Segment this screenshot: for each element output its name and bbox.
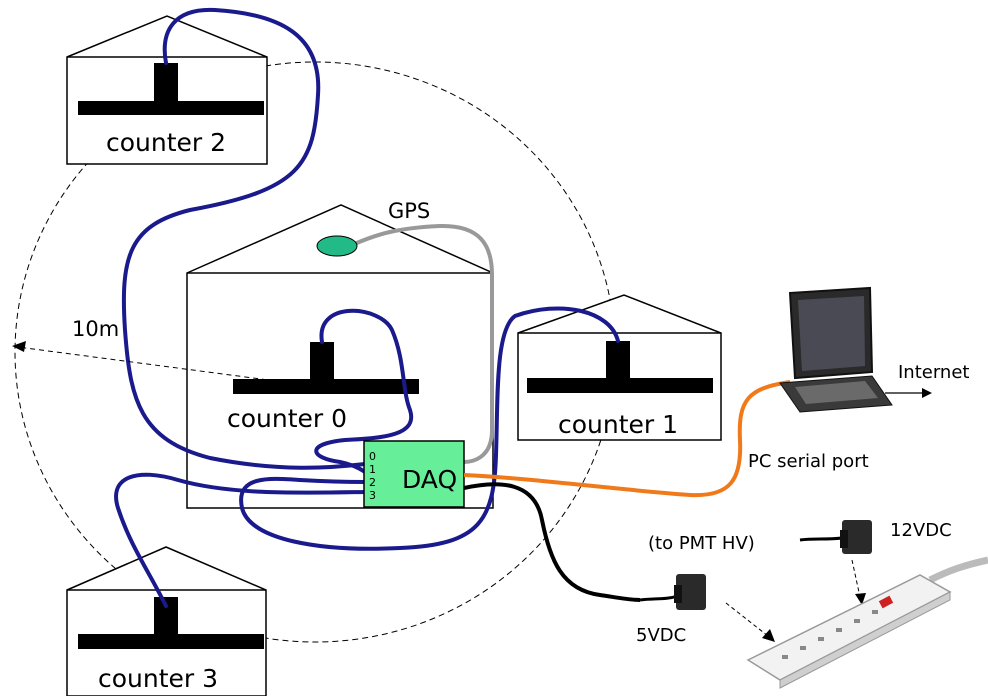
counter-3-house: counter 3 (66, 546, 267, 696)
daq-box: DAQ 0 1 2 3 (363, 440, 465, 508)
cable-counter-0 (314, 308, 414, 474)
counter-0-scintillator (233, 379, 419, 394)
gps-cable (351, 223, 494, 464)
adapter-5v (639, 574, 706, 610)
radius-label: 10m (72, 317, 119, 341)
counter-1-label: counter 1 (558, 410, 678, 439)
cable-counter-1 (239, 306, 620, 551)
counter-3-label: counter 3 (98, 664, 218, 693)
daq-port-3: 3 (369, 489, 376, 502)
to-pmt-hv-label: (to PMT HV) (648, 533, 755, 554)
daq-port-1: 1 (369, 463, 376, 476)
counter-2-pmt (154, 63, 178, 108)
counter-1-pmt (606, 341, 630, 383)
counter-3-scintillator (78, 634, 264, 649)
serial-cable (463, 380, 791, 498)
counter-1-house: counter 1 (517, 294, 722, 441)
daq-port-0: 0 (369, 450, 376, 463)
counter-0-pmt (310, 342, 334, 386)
gps-label: GPS (388, 199, 430, 223)
counter-1-scintillator (527, 378, 713, 393)
gps-antenna (316, 235, 358, 257)
counter-2-scintillator (78, 101, 264, 115)
radius-arrow: 10m (12, 317, 277, 382)
adapter-12v (799, 520, 872, 554)
internet-label: Internet (898, 362, 969, 383)
laptop (779, 286, 893, 413)
counter-2-house: counter 2 (66, 15, 268, 165)
power-strip (746, 556, 988, 689)
daq-port-2: 2 (369, 476, 376, 489)
counter-2-label: counter 2 (106, 128, 226, 157)
12vdc-label: 12VDC (890, 520, 952, 541)
cable-counter-2 (121, 7, 367, 470)
counter-0-label: counter 0 (227, 404, 347, 433)
pc-serial-port-label: PC serial port (748, 451, 869, 472)
counter-0-house: counter 0 (186, 204, 494, 509)
signal-cables (114, 7, 620, 608)
daq-label: DAQ (402, 465, 457, 494)
5vdc-label: 5VDC (636, 625, 686, 646)
power-cable (463, 482, 641, 602)
cable-counter-3 (114, 472, 367, 608)
